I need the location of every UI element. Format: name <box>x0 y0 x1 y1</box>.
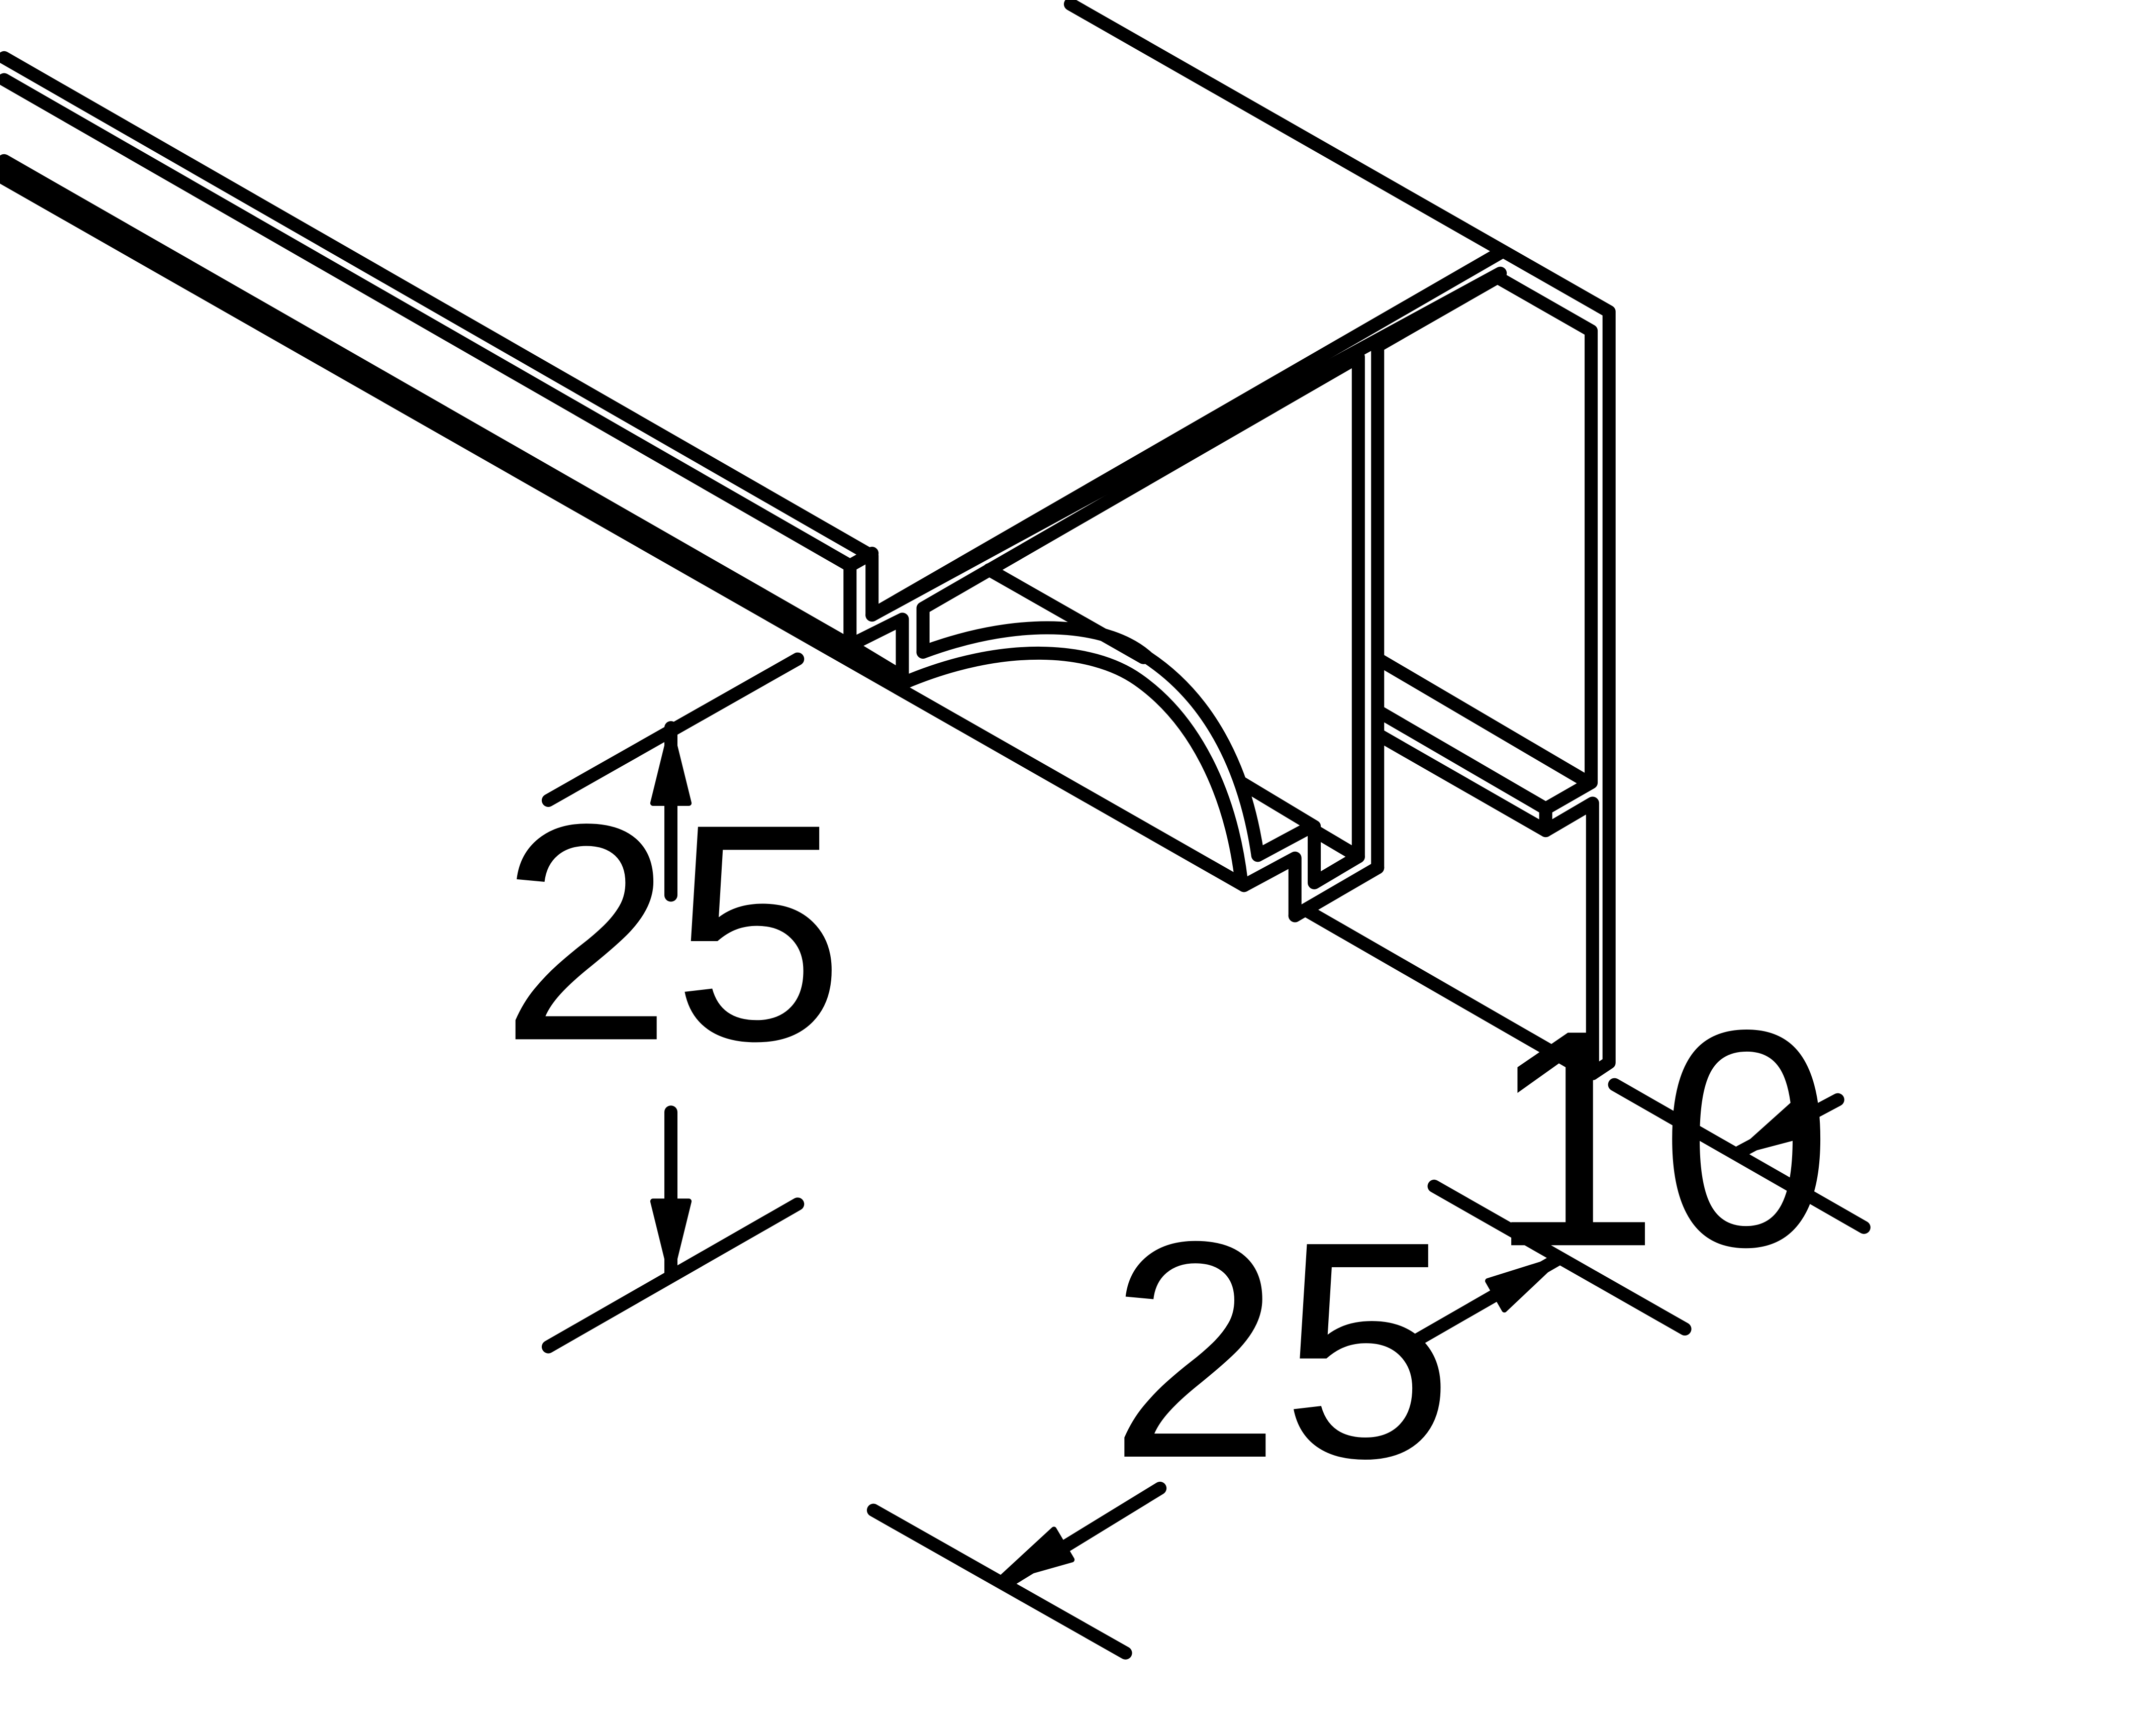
arrowhead-right-icon <box>1485 1256 1561 1313</box>
lip-dimension: 10 <box>1488 966 1871 1311</box>
arrowhead-up-icon <box>650 728 692 806</box>
height-dimension: 25 <box>500 652 845 1354</box>
lip-dimension-label: 10 <box>1488 966 1832 1311</box>
arrowhead-left-icon <box>996 1526 1075 1583</box>
width-dimension: 25 <box>866 1178 1692 1660</box>
arrowhead-lip-icon <box>1737 1099 1816 1155</box>
extrusion-edges <box>0 51 1510 892</box>
width-dimension-label: 25 <box>1109 1178 1453 1522</box>
height-dimension-label: 25 <box>500 760 845 1105</box>
right-wall <box>843 0 1616 1080</box>
arrowhead-down-icon <box>650 1198 692 1277</box>
channel-profile <box>843 350 1385 923</box>
